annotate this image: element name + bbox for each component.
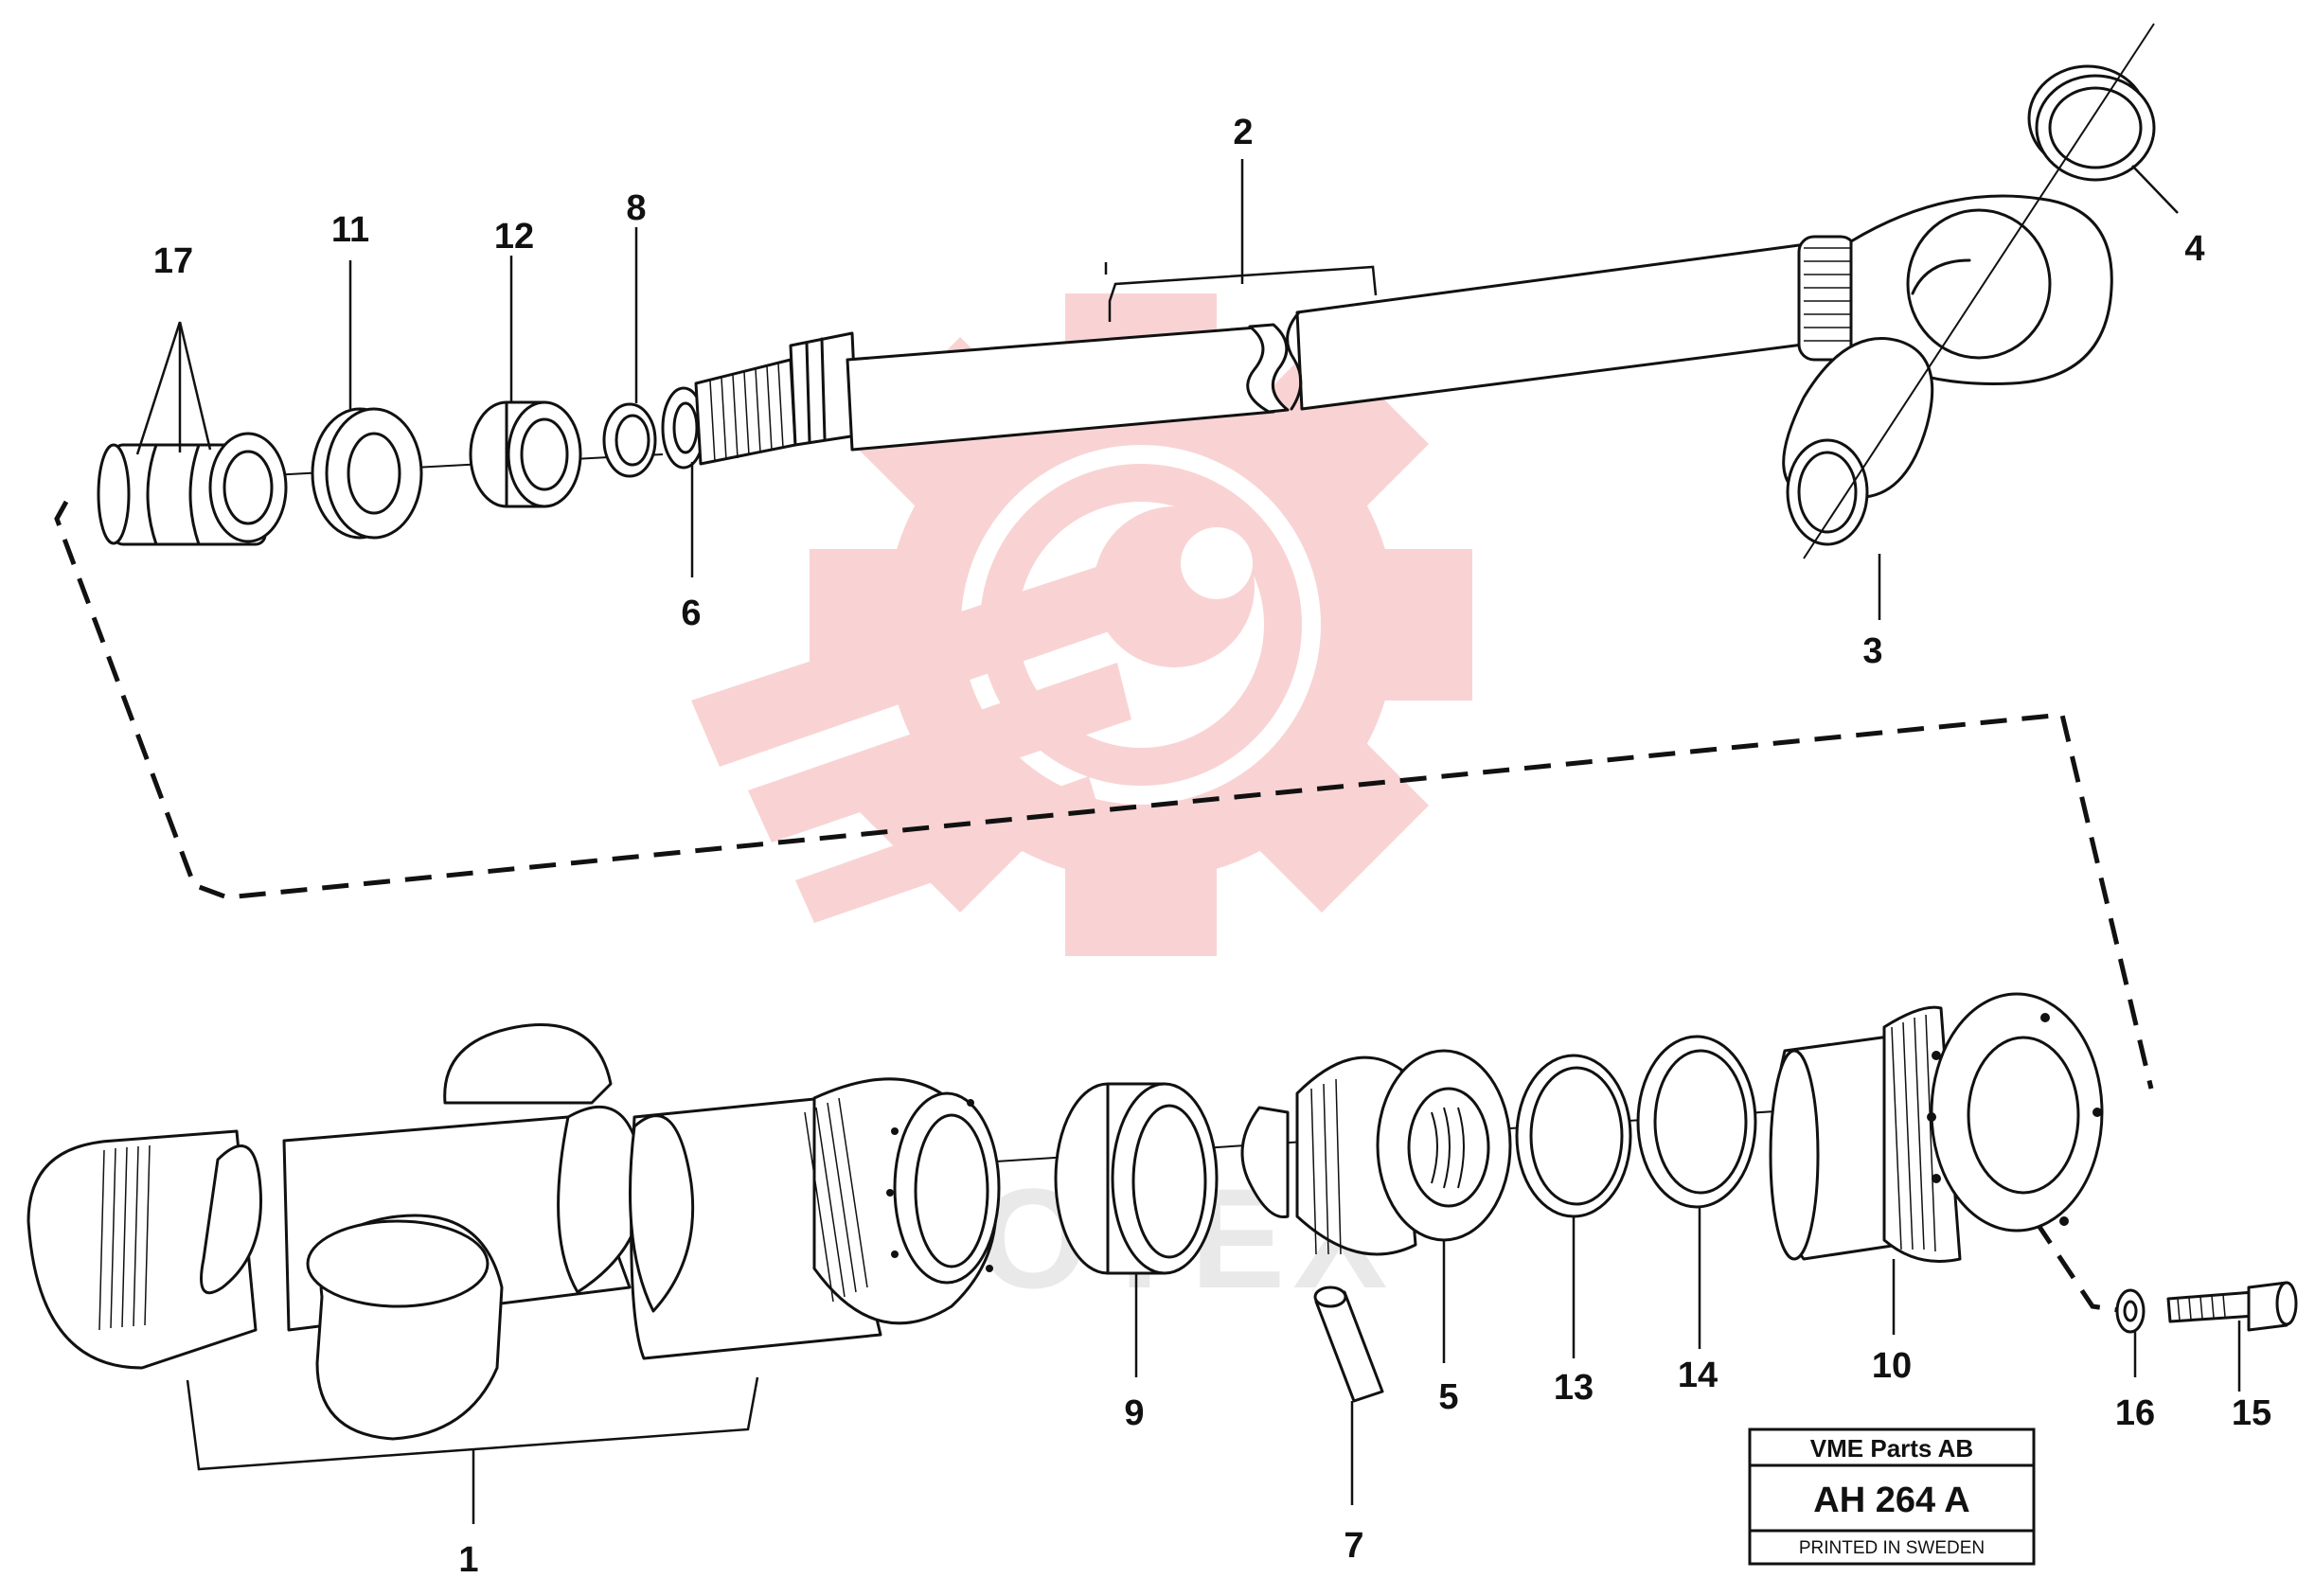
part-14-backup-ring (1636, 1035, 1757, 1209)
callout-9: 9 (1124, 1393, 1144, 1433)
callout-6: 6 (681, 594, 701, 633)
callout-16: 16 (2115, 1393, 2155, 1433)
callout-11: 11 (331, 210, 369, 250)
callout-13: 13 (1554, 1368, 1594, 1408)
callout-15: 15 (2232, 1393, 2271, 1433)
cylinder-assembly (27, 992, 2298, 1441)
callout-numbers: 1 2 3 4 5 6 7 8 9 10 11 12 13 14 15 16 1… (153, 113, 2271, 1580)
callout-4: 4 (2184, 229, 2204, 269)
callout-3: 3 (1862, 631, 1882, 671)
callout-10: 10 (1872, 1346, 1912, 1386)
callout-7: 7 (1344, 1526, 1363, 1566)
title-block: VME Parts AB AH 264 A PRINTED IN SWEDEN (1748, 1428, 2036, 1566)
callout-5: 5 (1438, 1377, 1458, 1417)
part-12-bushing (469, 400, 582, 508)
part-16-washer (2115, 1288, 2146, 1334)
part-13-oring (1515, 1054, 1632, 1218)
callout-8: 8 (626, 188, 646, 228)
part-11-seal (311, 407, 423, 540)
piston-rod-assembly (97, 23, 2156, 559)
assembly-dashed-line (54, 500, 2154, 1314)
title-block-printed: PRINTED IN SWEDEN (1799, 1538, 1985, 1558)
part-4-bearing-ring (2027, 64, 2156, 182)
callout-12: 12 (494, 217, 534, 257)
callout-leaders (135, 159, 2241, 1524)
callout-14: 14 (1678, 1356, 1718, 1395)
piston-rod-thread (694, 331, 859, 466)
callout-17: 17 (153, 241, 193, 281)
part-9-seal (1054, 1082, 1219, 1275)
part-10-cylinder-head (1769, 992, 2104, 1263)
part-17-piston (97, 432, 288, 546)
callout-2: 2 (1233, 113, 1253, 152)
part-1-cylinder-tube (27, 1023, 1001, 1441)
title-block-drawing-number: AH 264 A (1813, 1481, 1969, 1520)
callout-1: 1 (458, 1540, 478, 1580)
part-3-bushing (1782, 337, 1934, 546)
part-2-piston-rod (846, 194, 2113, 452)
part-7-pin (1313, 1286, 1384, 1403)
part-15-screw (2166, 1281, 2298, 1332)
title-block-company: VME Parts AB (1810, 1434, 1973, 1463)
